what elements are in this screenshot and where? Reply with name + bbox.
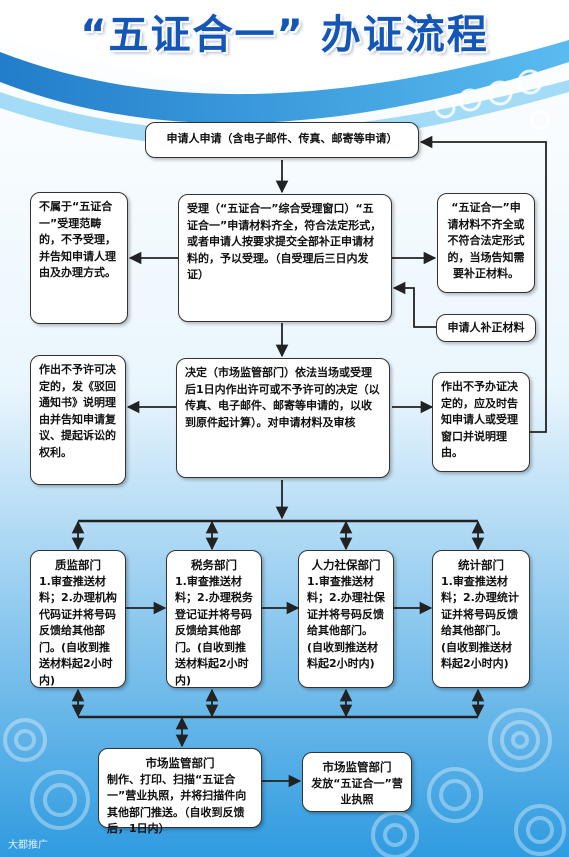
node-stats-title: 统计部门 <box>458 558 504 572</box>
node-reject-notice-text: 作出不予办证决定的，应及时告知申请人或受理窗口并说明理由。 <box>441 380 518 459</box>
node-not-accept: 不属于“五证合一”受理范畴的，不予受理，并告知申请人理由及办理方式。 <box>30 192 128 324</box>
node-supplement-text: 申请人补正材料 <box>447 321 525 334</box>
node-issue-text: 发放“五证合一”营业执照 <box>311 776 403 807</box>
page-title: “五证合一” 办证流程 <box>80 12 489 58</box>
node-decide: 决定（市场监管部门）依法当场或受理后1日内作出许可或不予许可的决定（以传真、电子… <box>176 358 390 478</box>
node-hr-title: 人力社保部门 <box>311 558 381 572</box>
watermark: 大都推广 <box>8 840 48 851</box>
node-incomplete-text: “五证合一”申请材料不齐全或不符合法定形式的，当场告知需要补正材料。 <box>447 201 525 280</box>
node-hr-text: 1.审查推送材料；2.办理社保证并将号码反馈给其他部门。(自收到推送材料起2小时… <box>307 574 385 671</box>
node-not-accept-text: 不属于“五证合一”受理范畴的，不予受理，并告知申请人理由及办理方式。 <box>39 200 116 279</box>
node-reject-notice: 作出不予办证决定的，应及时告知申请人或受理窗口并说明理由。 <box>432 372 530 472</box>
node-tax-title: 税务部门 <box>191 558 237 572</box>
node-tax-text: 1.审查推送材料；2.办理税务登记证并将号码反馈给其他部门。(自收到推送材料起2… <box>175 574 253 687</box>
node-market: 市场监管部门 制作、打印、扫描“五证合一”营业执照，并将扫描件向其他部门推送。（… <box>98 748 262 835</box>
node-stats: 统计部门 1.审查推送材料；2.办理统计证并将号码反馈给其他部门。(自收到推送材… <box>432 550 530 688</box>
node-reject-permit-text: 作出不予许可决定的，发《驳回通知书》说明理由并告知申请复议、提起诉讼的权利。 <box>39 363 116 459</box>
node-accept-text: 受理（“五证合一”综合受理窗口）“五证合一”申请材料齐全，符合法定形式，或者申请… <box>187 202 382 281</box>
node-incomplete: “五证合一”申请材料不齐全或不符合法定形式的，当场告知需要补正材料。 <box>437 193 535 293</box>
node-tax: 税务部门 1.审查推送材料；2.办理税务登记证并将号码反馈给其他部门。(自收到推… <box>166 550 262 688</box>
node-quality: 质监部门 1.审查推送材料；2.办理机构代码证并将号码反馈给其他部门。(自收到推… <box>30 550 126 688</box>
node-decide-text: 决定（市场监管部门）依法当场或受理后1日内作出许可或不予许可的决定（以传真、电子… <box>185 366 380 429</box>
node-supplement: 申请人补正材料 <box>436 314 536 342</box>
node-issue-title: 市场监管部门 <box>322 760 392 774</box>
node-accept: 受理（“五证合一”综合受理窗口）“五证合一”申请材料齐全，符合法定形式，或者申请… <box>178 194 392 322</box>
node-hr: 人力社保部门 1.审查推送材料；2.办理社保证并将号码反馈给其他部门。(自收到推… <box>298 550 394 688</box>
node-stats-text: 1.审查推送材料；2.办理统计证并将号码反馈给其他部门。(自收到推送材料起2小时… <box>441 574 519 671</box>
node-market-text: 制作、打印、扫描“五证合一”营业执照，并将扫描件向其他部门推送。（自收到反馈后，… <box>107 772 247 836</box>
node-quality-title: 质监部门 <box>55 558 101 572</box>
node-apply-text: 申请人申请（含电子邮件、传真、邮寄等申请） <box>166 132 398 145</box>
node-reject-permit: 作出不予许可决定的，发《驳回通知书》说明理由并告知申请复议、提起诉讼的权利。 <box>30 355 126 485</box>
node-quality-text: 1.审查推送材料；2.办理机构代码证并将号码反馈给其他部门。(自收到推送材料起2… <box>39 574 117 687</box>
node-apply: 申请人申请（含电子邮件、传真、邮寄等申请） <box>145 122 419 158</box>
node-issue: 市场监管部门 发放“五证合一”营业执照 <box>302 752 412 812</box>
node-market-title: 市场监管部门 <box>145 756 215 770</box>
